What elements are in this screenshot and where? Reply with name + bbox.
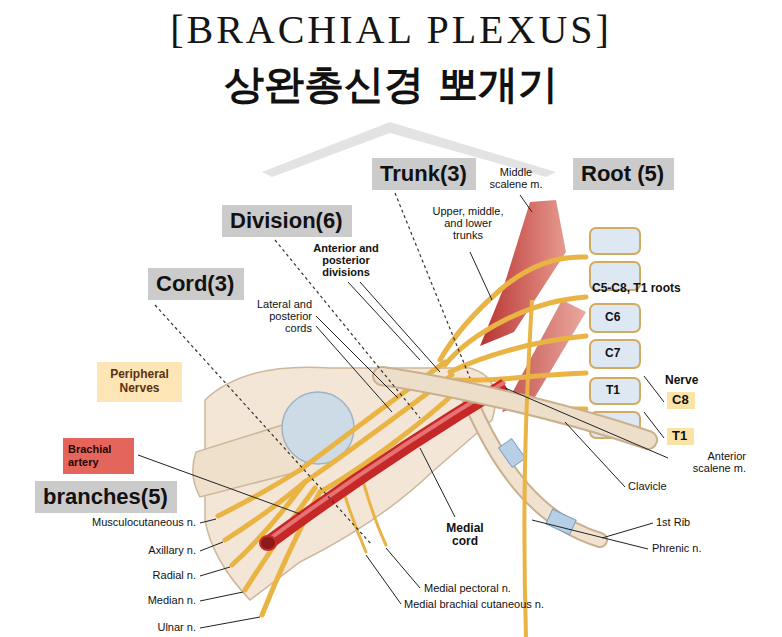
leader-line bbox=[602, 523, 653, 538]
leader-line bbox=[420, 448, 455, 517]
leader-line bbox=[520, 195, 532, 212]
anatomy-label: Phrenic n. bbox=[652, 542, 702, 554]
rib-cartilage bbox=[499, 439, 526, 468]
leader-line bbox=[200, 617, 260, 628]
leader-line bbox=[505, 388, 668, 458]
anatomy-label: C5-C8, T1 roots bbox=[592, 282, 681, 295]
section-tag: branches(5) bbox=[35, 481, 177, 513]
leader-line bbox=[644, 376, 664, 402]
leader-line bbox=[532, 520, 648, 549]
branch-label: Ulnar n. bbox=[56, 621, 196, 633]
leader-line bbox=[200, 542, 223, 551]
dotted-pointers bbox=[155, 193, 470, 545]
clavicle bbox=[382, 376, 648, 440]
leader-lines bbox=[138, 195, 668, 628]
anatomy-label: Clavicle bbox=[628, 480, 667, 492]
anatomy-label: Medial pectoral n. bbox=[424, 582, 511, 594]
vertebra bbox=[590, 378, 640, 404]
vertebra-label: T1 bbox=[606, 384, 620, 397]
branch-label: Median n. bbox=[56, 594, 196, 606]
clavicle-outline bbox=[382, 376, 648, 440]
vertebra-label: C7 bbox=[605, 347, 620, 360]
node-text: T1 bbox=[672, 429, 687, 444]
node-text: Division(6) bbox=[230, 208, 342, 233]
leader-line bbox=[348, 282, 420, 360]
anatomy-label: Medial brachial cutaneous n. bbox=[404, 598, 544, 610]
section-tag: Cord(3) bbox=[148, 268, 244, 300]
leader-line bbox=[360, 282, 440, 372]
nerve-root bbox=[445, 297, 586, 365]
leader-line bbox=[366, 555, 401, 604]
anatomy-label: Middle scalene m. bbox=[485, 166, 547, 190]
vertebral-column bbox=[590, 228, 640, 438]
vertebra bbox=[590, 304, 640, 332]
brachial-artery bbox=[268, 385, 505, 543]
dotted-pointer bbox=[155, 305, 372, 545]
vertebra bbox=[590, 228, 640, 254]
leader-line bbox=[316, 326, 392, 412]
anatomy-label: Medial cord bbox=[440, 522, 490, 548]
phrenic-nerve bbox=[524, 300, 532, 637]
section-tag: Trunk(3) bbox=[372, 158, 476, 190]
leader-line bbox=[200, 519, 216, 523]
key-box: Brachial artery bbox=[63, 438, 134, 474]
anatomy-label: Nerve bbox=[665, 374, 698, 387]
branch-label: Musculocutaneous n. bbox=[56, 516, 196, 528]
anatomy-label: Anterior scalene m. bbox=[672, 450, 746, 474]
node-text: Brachial artery bbox=[68, 443, 128, 468]
node-text: Cord(3) bbox=[156, 271, 234, 296]
section-tag: Root (5) bbox=[573, 158, 674, 190]
artery-end bbox=[260, 536, 276, 550]
anatomy-label: 1st Rib bbox=[656, 516, 690, 528]
leader-line bbox=[316, 316, 398, 398]
vertebra bbox=[590, 340, 640, 368]
node-text: Peripheral Nerves bbox=[104, 368, 176, 396]
leader-line bbox=[200, 567, 230, 576]
node-text: Trunk(3) bbox=[380, 161, 467, 186]
section-tag: Division(6) bbox=[222, 205, 352, 237]
vertebra-label: C6 bbox=[605, 311, 620, 324]
branch-label: Radial n. bbox=[56, 569, 196, 581]
medial-cord bbox=[320, 388, 460, 492]
nerve-tag: T1 bbox=[667, 428, 694, 445]
subtitle: 상완총신경 뽀개기 bbox=[0, 62, 782, 106]
node-text: Root (5) bbox=[581, 161, 664, 186]
node-text: branches(5) bbox=[43, 484, 168, 509]
rib-cartilage bbox=[546, 509, 576, 534]
nerve-tag: C8 bbox=[667, 392, 695, 409]
node-text: C8 bbox=[672, 393, 689, 408]
branch-label: Axillary n. bbox=[56, 544, 196, 556]
leader-line bbox=[470, 252, 492, 300]
leader-line bbox=[565, 422, 625, 487]
nerve-root bbox=[455, 373, 586, 380]
leader-line bbox=[386, 548, 420, 588]
anatomy-label: Upper, middle, and lower trunks bbox=[428, 205, 508, 241]
anatomy-label: Lateral and posterior cords bbox=[242, 298, 312, 334]
title: [BRACHIAL PLEXUS] bbox=[0, 8, 782, 52]
anatomy-label: Anterior and posterior divisions bbox=[306, 242, 386, 278]
leader-line bbox=[200, 592, 243, 601]
nerve-root bbox=[450, 336, 586, 372]
key-box: Peripheral Nerves bbox=[97, 362, 182, 402]
leader-line bbox=[644, 412, 664, 438]
